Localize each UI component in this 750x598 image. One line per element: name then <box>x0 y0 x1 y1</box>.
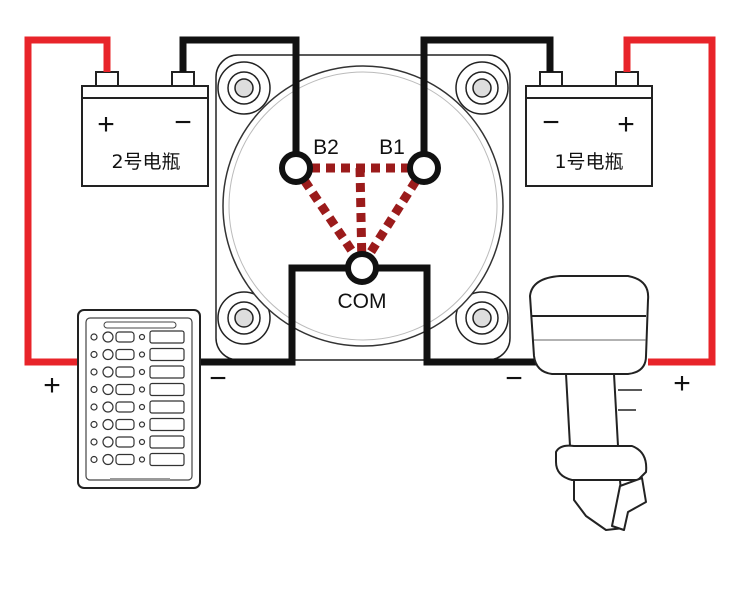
breaker-row <box>90 347 185 362</box>
terminal-b2-post <box>279 151 313 185</box>
wire-com-to-panel <box>200 264 362 366</box>
switch-internal-links <box>292 163 428 269</box>
breaker-row <box>90 382 185 397</box>
battery-1-positive-sign: + <box>617 108 635 141</box>
terminal-com-post <box>345 251 379 285</box>
motor-cowling <box>529 275 650 375</box>
breaker-row <box>90 435 185 449</box>
battery-1-label: 1号电瓶 <box>554 151 623 173</box>
breaker-panel <box>77 309 201 489</box>
breaker-row <box>90 417 185 432</box>
terminal-com-label: COM <box>338 290 387 313</box>
wire-battery-2-to-panel <box>24 36 111 366</box>
battery-1: − + 1号电瓶 <box>525 71 653 187</box>
wire-battery-2-to-b2 <box>179 36 300 166</box>
outboard-motor <box>529 275 650 531</box>
positive-wires <box>24 36 716 366</box>
switch-terminals: B2 B1 COM <box>279 136 441 313</box>
breaker-row <box>90 330 185 344</box>
battery-1-negative-sign: − <box>542 106 560 139</box>
motor-propeller <box>611 477 647 531</box>
breaker-row <box>90 452 185 467</box>
switch-mounting-ears <box>217 61 509 345</box>
wire-battery-1-to-motor <box>623 36 716 366</box>
terminal-b2-label: B2 <box>313 136 339 159</box>
terminal-b1-label: B1 <box>379 136 405 159</box>
breaker-row <box>90 365 185 379</box>
battery-2: + − 2号电瓶 <box>81 71 209 187</box>
motor-lower-unit <box>573 479 625 531</box>
wire-com-to-motor <box>362 264 536 366</box>
terminal-b1-post <box>407 151 441 185</box>
motor-positive-sign: + <box>673 367 691 400</box>
breaker-row <box>90 400 185 414</box>
battery-2-negative-sign: − <box>174 106 192 139</box>
panel-positive-sign: + <box>43 369 61 402</box>
negative-wires <box>179 36 554 366</box>
battery-2-label: 2号电瓶 <box>111 151 180 173</box>
panel-negative-sign: − <box>209 362 227 395</box>
battery-2-positive-sign: + <box>97 108 115 141</box>
motor-negative-sign: − <box>505 362 523 395</box>
wire-battery-1-to-b1 <box>420 36 554 166</box>
motor-midsection <box>565 373 619 447</box>
battery-switch <box>215 54 511 361</box>
breaker-rows <box>90 330 185 467</box>
